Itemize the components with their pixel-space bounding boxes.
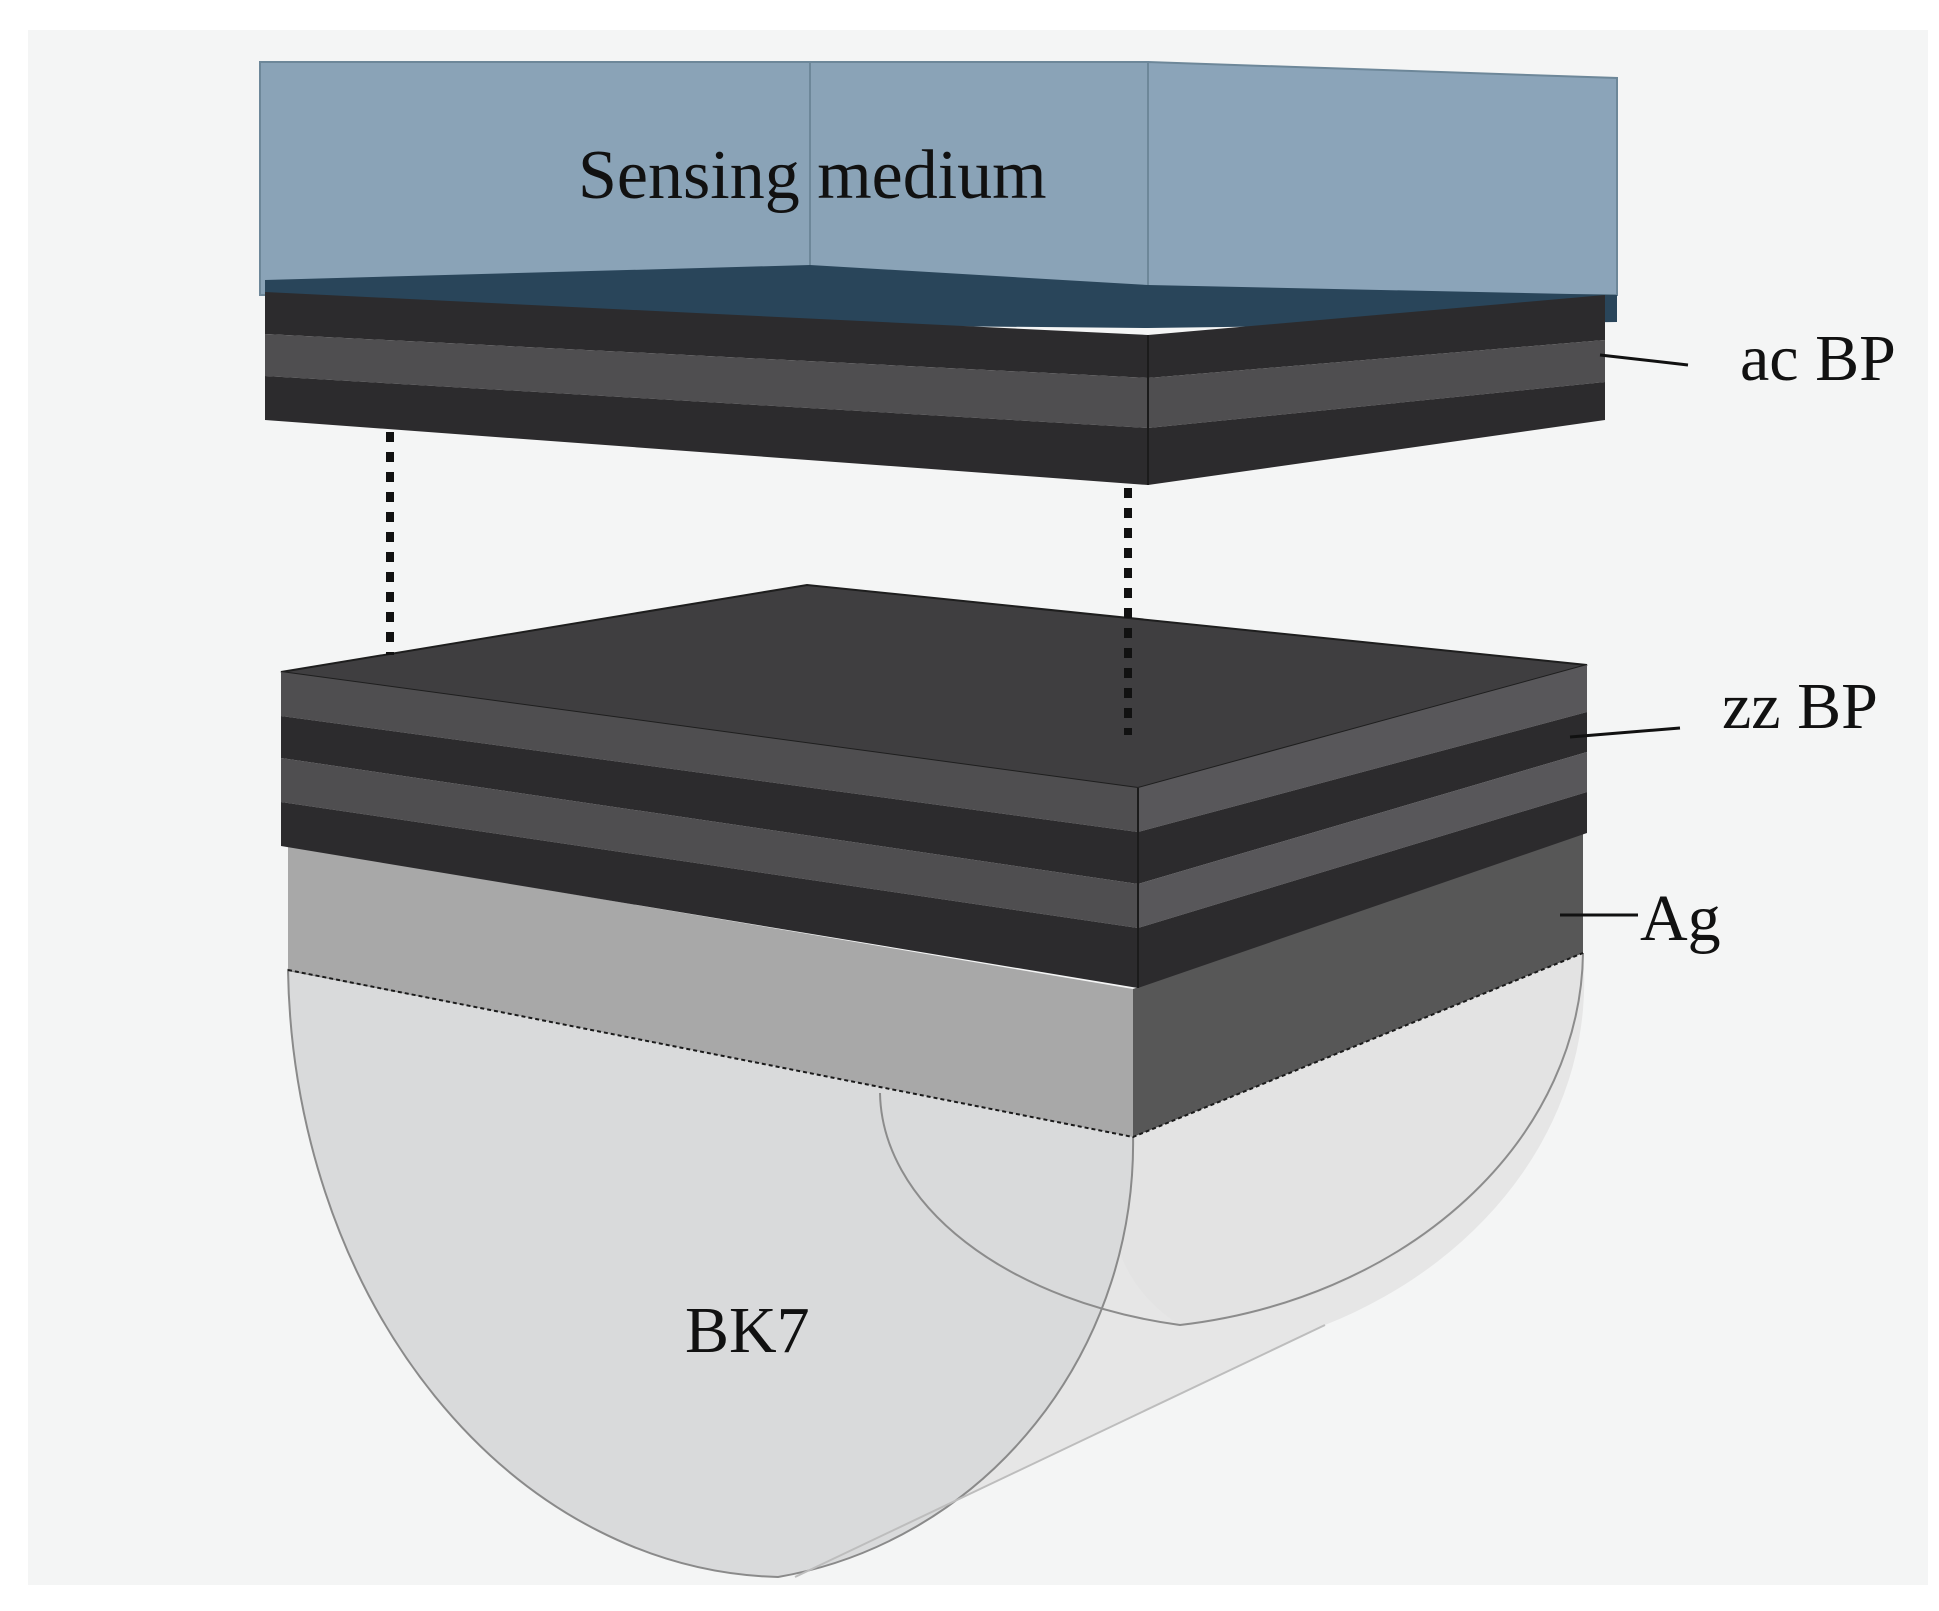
sensing-medium-label: Sensing medium xyxy=(578,137,1047,214)
ag-layer xyxy=(287,833,1584,1139)
ac-bp-stack xyxy=(265,292,1605,485)
ac-bp-label: ac BP xyxy=(1740,322,1896,395)
zz-bp-leader-line xyxy=(1569,726,1681,739)
bk7-label: BK7 xyxy=(685,1294,810,1367)
ac-bp-leader-line xyxy=(1599,353,1689,367)
zz-bp-label: zz BP xyxy=(1722,670,1878,743)
ag-label: Ag xyxy=(1640,882,1721,955)
sensing-medium-block xyxy=(259,60,1618,328)
zz-bp-stack xyxy=(280,583,1588,988)
